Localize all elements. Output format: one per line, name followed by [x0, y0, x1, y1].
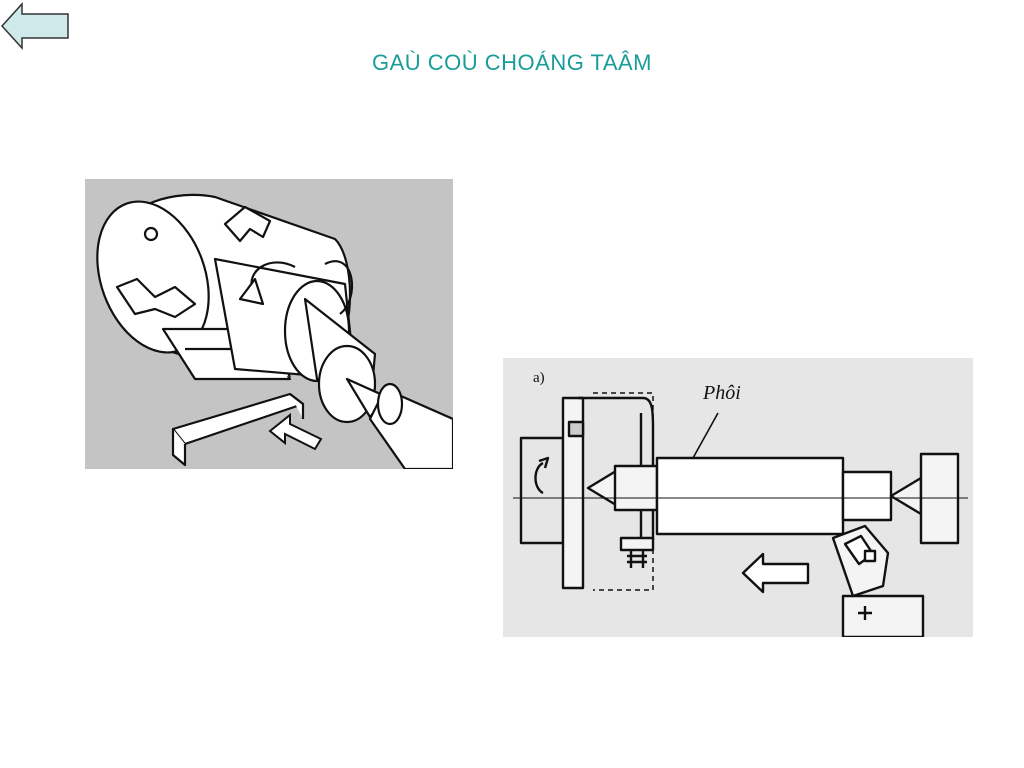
- lathe-chuck-illustration: [85, 179, 453, 469]
- subfigure-label: a): [533, 370, 545, 386]
- slide-title: GAÙ COÙ CHOÁNG TAÂM: [371, 50, 653, 75]
- centering-schematic-diagram: [503, 358, 973, 637]
- left-arrow-icon: [0, 2, 69, 50]
- workpiece-label: Phôi: [703, 382, 741, 404]
- back-arrow-button[interactable]: [0, 0, 70, 52]
